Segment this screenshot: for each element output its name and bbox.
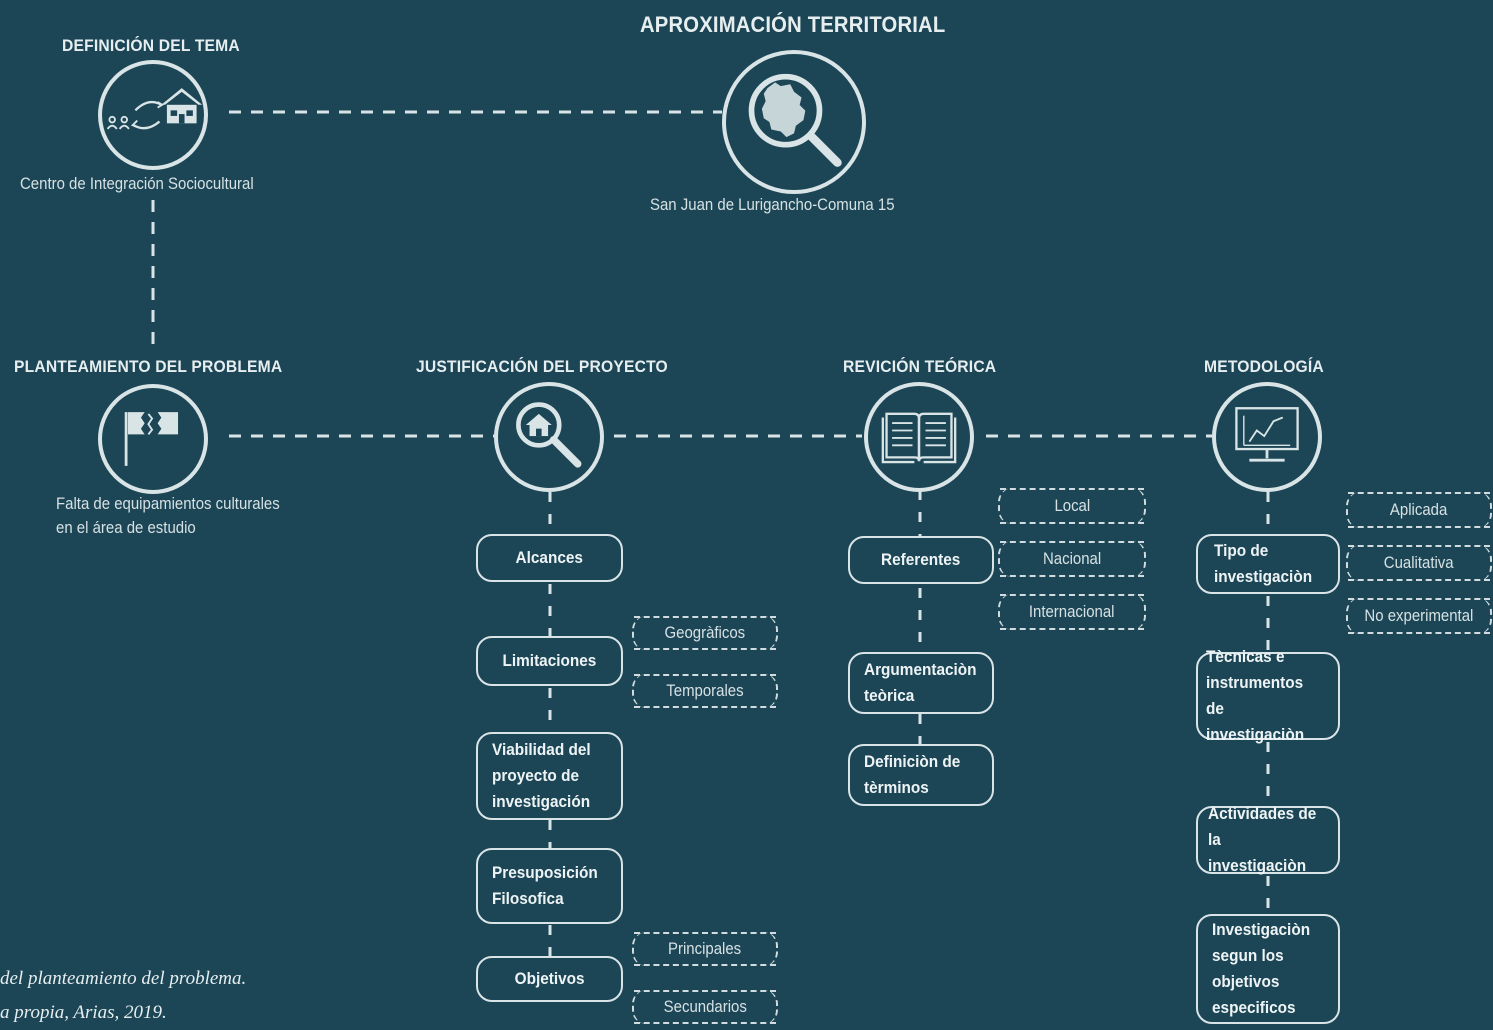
broken-flag-icon — [98, 384, 208, 494]
investigacion-segun-box: Investigaciòn segun los objetivos especi… — [1196, 914, 1340, 1024]
presuposicion-box: Presuposición Filosofica — [476, 848, 623, 924]
tag-temporales: Temporales — [632, 674, 778, 708]
book-icon — [864, 382, 974, 492]
caption-line2: a propia, Arias, 2019. — [0, 1002, 167, 1023]
tipo-investigacion-box: Tipo de investigaciòn — [1196, 534, 1340, 594]
alcances-box: Alcances — [476, 534, 623, 582]
tema-subtitle: Centro de Integración Sociocultural — [20, 174, 254, 193]
tag-secundarios: Secundarios — [632, 990, 778, 1024]
search-map-icon — [722, 50, 866, 194]
limitaciones-box: Limitaciones — [476, 636, 623, 686]
planteamiento-subtitle-line1: Falta de equipamientos culturales — [56, 494, 280, 513]
tag-cualitativa: Cualitativa — [1346, 545, 1492, 581]
actividades-box: Actividades de la investigaciòn — [1196, 805, 1340, 875]
tag-internacional: Internacional — [998, 594, 1146, 630]
heading-definicion-tema: DEFINICIÓN DEL TEMA — [62, 36, 240, 55]
heading-planteamiento-problema: PLANTEAMIENTO DEL PROBLEMA — [14, 357, 283, 376]
viabilidad-box: Viabilidad del proyecto de investigación — [476, 732, 623, 820]
heading-aproximacion-territorial: APROXIMACIÓN TERRITORIAL — [640, 12, 946, 37]
community-house-icon — [98, 60, 208, 170]
tag-principales: Principales — [632, 932, 778, 966]
tag-nacional: Nacional — [998, 541, 1146, 577]
tag-geograficos: Geogràficos — [632, 616, 778, 650]
heading-revision-teorica: REVICIÓN TEÓRICA — [843, 357, 997, 376]
aproximacion-subtitle: San Juan de Lurigancho-Comuna 15 — [650, 195, 895, 214]
search-house-icon — [494, 382, 604, 492]
objetivos-box: Objetivos — [476, 956, 623, 1002]
argumentacion-box: Argumentaciòn teòrica — [848, 652, 994, 714]
heading-justificacion-proyecto: JUSTIFICACIÓN DEL PROYECTO — [416, 357, 668, 376]
heading-metodologia: METODOLOGÍA — [1204, 357, 1324, 376]
tag-no-experimental: No experimental — [1346, 598, 1492, 634]
definicion-box: Definiciòn de tèrminos — [848, 744, 994, 806]
monitor-chart-icon — [1212, 382, 1322, 492]
tag-local: Local — [998, 488, 1146, 524]
planteamiento-subtitle-line2: en el área de estudio — [56, 518, 196, 537]
tecnicas-box: Tècnicas e instrumentos de investigaciòn — [1196, 648, 1340, 744]
tag-aplicada: Aplicada — [1346, 492, 1492, 528]
referentes-box: Referentes — [848, 536, 994, 584]
caption-line1: del planteamiento del problema. — [0, 968, 247, 989]
